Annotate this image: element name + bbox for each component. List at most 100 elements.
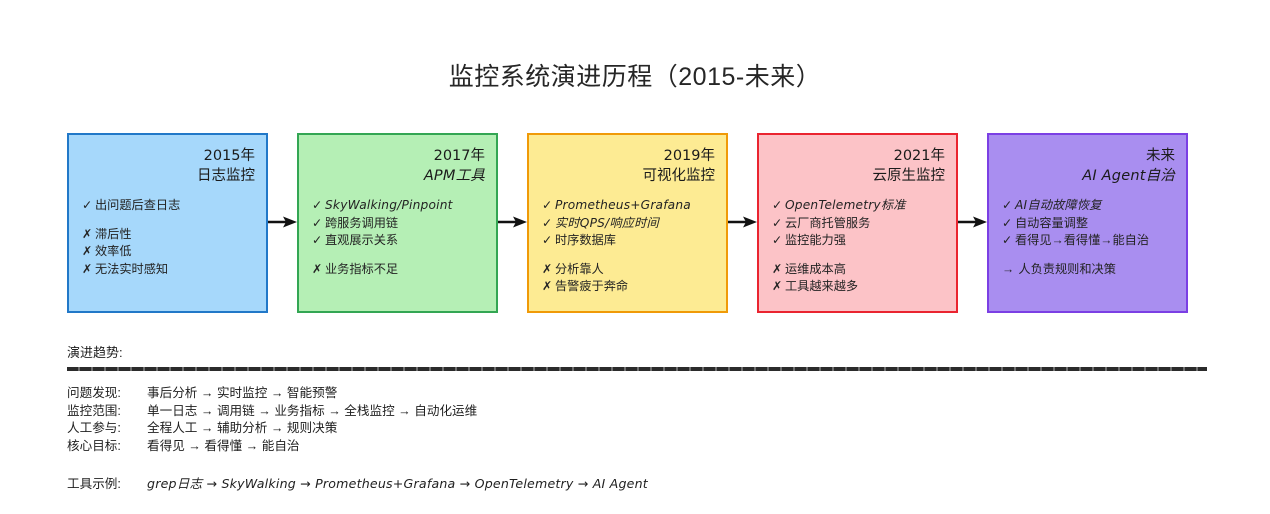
stage-future-year: 未来 — [1146, 148, 1175, 164]
stage-2019-con-item: ✗告警疲于奔命 — [542, 278, 718, 296]
pro-marker-icon: ✓ — [1002, 233, 1013, 247]
pro-marker-icon: ✓ — [772, 198, 783, 212]
trend-row-value: 看得见 → 看得懂 → 能自治 — [147, 438, 300, 453]
stage-2017-pro-text: 直观展示关系 — [325, 233, 399, 247]
stage-2015-con-text: 滞后性 — [95, 226, 132, 241]
stage-2021-pro-text: 监控能力强 — [785, 233, 846, 247]
trends-rows: 问题发现: 事后分析 → 实时监控 → 智能预警监控范围: 单一日志 → 调用链 →… — [67, 385, 477, 455]
pro-marker-icon: ✓ — [312, 215, 323, 230]
con-marker-icon: ✗ — [772, 279, 783, 293]
pro-marker-icon: ✓ — [1002, 198, 1013, 212]
con-marker-icon: ✗ — [82, 261, 93, 276]
stage-2019-body: ✓Prometheus+Grafana✓实时QPS/响应时间✓时序数据库✗分析靠… — [529, 186, 726, 296]
stage-2017-pro-item: ✓跨服务调用链 — [312, 215, 488, 233]
stage-2017-pro-text: 跨服务调用链 — [325, 215, 399, 230]
stage-2017-body: ✓SkyWalking/Pinpoint✓跨服务调用链✓直观展示关系✗业务指标不… — [299, 186, 496, 278]
stage-2015-subtitle: 日志监控 — [197, 168, 255, 184]
stage-future-pro-text: 看得见→看得懂→能自治 — [1015, 233, 1150, 247]
stage-2015-con-item: ✗滞后性 — [82, 226, 258, 244]
stage-2021-body: ✓OpenTelemetry标准✓云厂商托管服务✓监控能力强✗运维成本高✗工具越… — [759, 186, 956, 296]
stage-2019-pro-text: Prometheus+Grafana — [555, 198, 691, 212]
note-marker-icon: → — [1002, 261, 1015, 276]
stage-2021-pro-item: ✓监控能力强 — [772, 232, 948, 250]
stage-2017-header: 2017年 APM工具 — [299, 135, 496, 186]
arrow-stage-2-to-3-icon — [498, 215, 527, 229]
stage-2021-pro-item: ✓云厂商托管服务 — [772, 215, 948, 233]
trend-row-value: 单一日志 → 调用链 → 业务指标 → 全栈监控 → 自动化运维 — [147, 403, 478, 418]
stage-2017-con-item: ✗业务指标不足 — [312, 261, 488, 279]
trend-row-key: 人工参与: — [67, 421, 121, 435]
trend-row: 问题发现: 事后分析 → 实时监控 → 智能预警 — [67, 385, 477, 403]
trend-row: 核心目标: 看得见 → 看得懂 → 能自治 — [67, 438, 477, 456]
stage-2019-year: 2019年 — [663, 148, 715, 164]
stage-future-pro-item: ✓AI自动故障恢复 — [1002, 197, 1178, 215]
stage-2019-pro-text: 时序数据库 — [555, 233, 616, 247]
stage-2017-year: 2017年 — [433, 148, 485, 164]
stage-2015-header: 2015年日志监控 — [69, 135, 266, 186]
stage-future-pro-text: 自动容量调整 — [1015, 215, 1089, 230]
tools-example-value: grep日志 → SkyWalking → Prometheus+Grafana… — [147, 476, 648, 491]
stage-2021-con-item: ✗工具越来越多 — [772, 278, 948, 296]
stage-2021-con-text: 工具越来越多 — [785, 279, 859, 293]
tools-example-key: 工具示例: — [67, 477, 121, 491]
stage-future-subtitle: AI Agent自治 — [1082, 168, 1175, 184]
trend-row-key: 问题发现: — [67, 386, 121, 400]
con-marker-icon: ✗ — [82, 244, 93, 258]
stage-2015-con-item: ✗效率低 — [82, 243, 258, 261]
trend-row-value: 全程人工 → 辅助分析 → 规则决策 — [147, 421, 338, 435]
stage-2015-body: ✓出问题后查日志✗滞后性✗效率低✗无法实时感知 — [69, 186, 266, 278]
stage-2021-pro-text: 云厂商托管服务 — [785, 215, 871, 230]
stage-2019-con-text: 分析靠人 — [555, 261, 604, 276]
stage-future-note-text: 人负责规则和决策 — [1015, 261, 1116, 276]
con-marker-icon: ✗ — [312, 261, 323, 276]
pro-marker-icon: ✓ — [312, 233, 323, 247]
stage-2015-pro-text: 出问题后查日志 — [95, 198, 181, 212]
stage-2015-year: 2015年 — [203, 148, 255, 164]
trend-row-value: 事后分析 → 实时监控 → 智能预警 — [147, 386, 338, 400]
stage-future-note-item: → 人负责规则和决策 — [1002, 261, 1178, 279]
con-marker-icon: ✗ — [542, 279, 553, 293]
stage-2021-header: 2021年云原生监控 — [759, 135, 956, 186]
spacer — [312, 250, 488, 261]
pro-marker-icon: ✓ — [312, 198, 323, 212]
pro-marker-icon: ✓ — [542, 215, 553, 230]
stage-2017-con-text: 业务指标不足 — [325, 261, 399, 276]
arrow-stage-1-to-2-icon — [268, 215, 297, 229]
stage-2015[interactable]: 2015年日志监控✓出问题后查日志✗滞后性✗效率低✗无法实时感知 — [67, 133, 268, 313]
spacer — [772, 250, 948, 261]
stage-future-body: ✓AI自动故障恢复✓自动容量调整✓看得见→看得懂→能自治→ 人负责规则和决策 — [989, 186, 1186, 278]
stage-2021[interactable]: 2021年云原生监控✓OpenTelemetry标准✓云厂商托管服务✓监控能力强… — [757, 133, 958, 313]
stage-2021-year: 2021年 — [893, 148, 945, 164]
arrow-stage-3-to-4-icon — [728, 215, 757, 229]
stage-2017-pro-text: SkyWalking/Pinpoint — [325, 198, 453, 212]
trend-row-key: 监控范围: — [67, 403, 121, 418]
stage-2019-con-item: ✗分析靠人 — [542, 261, 718, 279]
stage-2017-pro-item: ✓直观展示关系 — [312, 232, 488, 250]
stage-2015-con-item: ✗无法实时感知 — [82, 261, 258, 279]
trend-row-key: 核心目标: — [67, 438, 121, 453]
spacer — [1002, 250, 1178, 261]
stage-2019-pro-text: 实时QPS/响应时间 — [555, 215, 659, 230]
stage-future-pro-item: ✓自动容量调整 — [1002, 215, 1178, 233]
stage-2021-con-text: 运维成本高 — [785, 261, 846, 276]
stage-2019-subtitle: 可视化监控 — [642, 168, 716, 184]
stage-2015-con-text: 效率低 — [95, 244, 132, 258]
stage-2015-pro-item: ✓出问题后查日志 — [82, 197, 258, 215]
trend-row: 监控范围: 单一日志 → 调用链 → 业务指标 → 全栈监控 → 自动化运维 — [67, 403, 477, 421]
trends-divider — [67, 367, 1207, 371]
pro-marker-icon: ✓ — [1002, 215, 1013, 230]
stage-2019-header: 2019年可视化监控 — [529, 135, 726, 186]
arrow-stage-4-to-5-icon — [958, 215, 987, 229]
stage-2019[interactable]: 2019年可视化监控✓Prometheus+Grafana✓实时QPS/响应时间… — [527, 133, 728, 313]
stage-2019-pro-item: ✓时序数据库 — [542, 232, 718, 250]
pro-marker-icon: ✓ — [542, 233, 553, 247]
stage-2021-pro-text: OpenTelemetry标准 — [785, 198, 906, 212]
pro-marker-icon: ✓ — [772, 215, 783, 230]
stage-2017-subtitle: APM工具 — [423, 168, 485, 184]
spacer — [82, 215, 258, 226]
stage-2019-pro-item: ✓Prometheus+Grafana — [542, 197, 718, 215]
stage-2019-con-text: 告警疲于奔命 — [555, 279, 629, 293]
